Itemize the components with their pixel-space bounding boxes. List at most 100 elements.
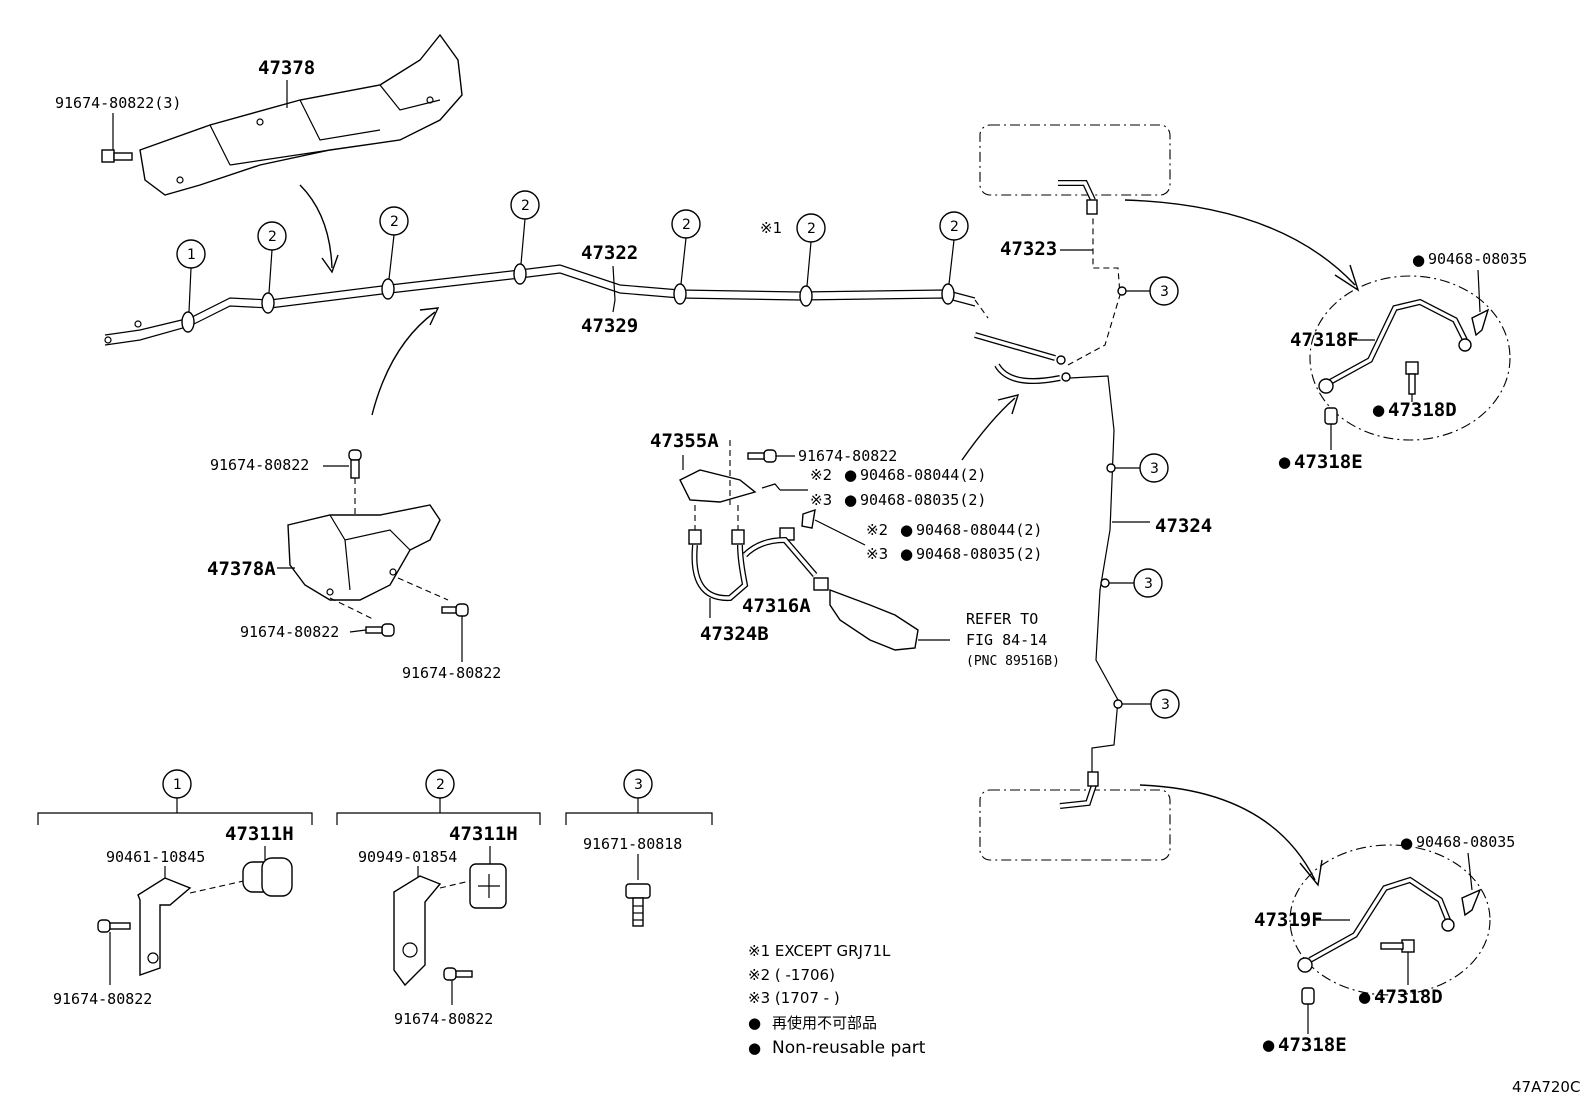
label-47318D-bot: 47318D xyxy=(1374,986,1443,1008)
svg-text:3: 3 xyxy=(1161,697,1170,713)
svg-text:3: 3 xyxy=(1160,284,1169,300)
label-47324: 47324 xyxy=(1155,515,1212,537)
bullet-icon: ● xyxy=(900,545,913,563)
refer-text-3: (PNC 89516B) xyxy=(966,654,1060,669)
svg-text:2: 2 xyxy=(950,219,959,235)
label-47355A: 47355A xyxy=(650,430,719,452)
bolt-icon xyxy=(101,149,133,163)
refer-text-1: REFER TO xyxy=(966,610,1038,628)
bracket-90949-01854 xyxy=(393,875,442,987)
label-47319F: 47319F xyxy=(1254,909,1323,931)
label-90468-08044-2a: 90468-08044(2) xyxy=(860,466,986,484)
callout-1: 1 xyxy=(162,769,192,799)
svg-text:2: 2 xyxy=(521,198,530,214)
label-91674-80822-b: 91674-80822 xyxy=(240,623,339,641)
callout-3: 3 xyxy=(1139,453,1169,483)
legend-note-3: ※3 (1707 - ) xyxy=(748,989,840,1007)
callout-2: 2 xyxy=(425,769,455,799)
bracket-47355A xyxy=(679,469,757,503)
label-47318F: 47318F xyxy=(1290,329,1359,351)
svg-text:3: 3 xyxy=(1144,576,1153,592)
svg-text:2: 2 xyxy=(390,214,399,230)
g2-clip-label: 47311H xyxy=(449,823,518,845)
legend-note-2: ※2 ( -1706) xyxy=(748,966,835,984)
group-bracket-1 xyxy=(37,812,313,825)
callout-2: 2 xyxy=(796,213,826,287)
label-90468-08035-bot: 90468-08035 xyxy=(1416,833,1515,851)
label-47323: 47323 xyxy=(1000,238,1057,260)
g1-clip-label: 47311H xyxy=(225,823,294,845)
label-47322: 47322 xyxy=(581,242,638,264)
callout-2: 2 xyxy=(671,209,701,285)
bullet-icon: ● xyxy=(844,491,857,509)
label-90468-08035-top: 90468-08035 xyxy=(1428,250,1527,268)
bolt-icon xyxy=(365,623,395,637)
bolt-icon xyxy=(747,449,777,463)
arrow-icon xyxy=(1124,199,1356,286)
bolt-icon xyxy=(625,883,651,927)
bullet-icon: ● xyxy=(1372,401,1385,419)
ref-mark-1: ※1 xyxy=(760,219,782,237)
label-47318D-top: 47318D xyxy=(1388,399,1457,421)
legend-en: Non-reusable part xyxy=(772,1038,926,1058)
label-47329: 47329 xyxy=(581,315,638,337)
detail-ellipse-bottom xyxy=(1289,844,1491,996)
clip-47311H xyxy=(242,857,293,897)
callout-2: 2 xyxy=(939,211,969,285)
bullet-icon: ● xyxy=(748,1014,761,1032)
callout-3: 3 xyxy=(1133,568,1163,598)
label-91674-80822-d: 91674-80822 xyxy=(798,447,897,465)
g1-bolt-label: 91674-80822 xyxy=(53,990,152,1008)
label-91674-80822-c: 91674-80822 xyxy=(402,664,501,682)
bullet-icon: ● xyxy=(748,1039,761,1057)
svg-text:2: 2 xyxy=(807,221,816,237)
g2-bracket-label: 90949-01854 xyxy=(358,848,457,866)
bracket-90461-10845 xyxy=(137,877,192,976)
group-bracket-2 xyxy=(336,812,541,825)
bullet-icon: ● xyxy=(1358,988,1371,1006)
label-47324B: 47324B xyxy=(700,623,769,645)
svg-text:1: 1 xyxy=(187,247,196,263)
bolt-icon xyxy=(1380,939,1415,953)
bolt-icon xyxy=(443,967,473,981)
svg-text:2: 2 xyxy=(268,229,277,245)
legend-note-1: ※1 EXCEPT GRJ71L xyxy=(748,942,891,960)
label-90468-08044-2b: 90468-08044(2) xyxy=(916,521,1042,539)
callout-2: 2 xyxy=(257,221,287,294)
callout-1: 1 xyxy=(176,239,206,313)
detail-box-bottom xyxy=(979,789,1171,861)
bolt-icon xyxy=(97,919,131,933)
label-91674-80822-3: 91674-80822(3) xyxy=(55,94,181,112)
bullet-icon: ● xyxy=(1412,251,1425,269)
svg-text:3: 3 xyxy=(1150,461,1159,477)
label-47318E-bot: 47318E xyxy=(1278,1034,1347,1056)
refer-text-2: FIG 84-14 xyxy=(966,631,1047,649)
legend-jp: 再使用不可部品 xyxy=(772,1014,877,1032)
ref-mark-3: ※3 xyxy=(810,491,832,509)
g2-bolt-label: 91674-80822 xyxy=(394,1010,493,1028)
bracket-icon xyxy=(829,588,919,651)
label-47316A: 47316A xyxy=(742,595,811,617)
callout-3: 3 xyxy=(1150,689,1180,719)
label-91674-80822-a: 91674-80822 xyxy=(210,456,309,474)
svg-text:2: 2 xyxy=(682,217,691,233)
callout-2: 2 xyxy=(510,190,540,265)
bolt-icon xyxy=(348,449,362,479)
bullet-icon: ● xyxy=(900,521,913,539)
brake-tube-main xyxy=(104,263,976,346)
g1-bracket-label: 90461-10845 xyxy=(106,848,205,866)
bolt-icon xyxy=(441,603,469,617)
detail-box-top xyxy=(979,124,1171,196)
arrow-icon xyxy=(299,184,333,269)
ref-mark-2: ※2 xyxy=(866,521,888,539)
arrow-icon xyxy=(371,311,436,416)
clip-47311H xyxy=(469,863,507,909)
label-47378: 47378 xyxy=(258,57,315,79)
arrow-icon xyxy=(961,397,1016,461)
ref-mark-3: ※3 xyxy=(866,545,888,563)
label-90468-08035-2a: 90468-08035(2) xyxy=(860,491,986,509)
bullet-icon: ● xyxy=(844,466,857,484)
bullet-icon: ● xyxy=(1278,453,1291,471)
figure-code: 47A720C xyxy=(1512,1078,1580,1096)
